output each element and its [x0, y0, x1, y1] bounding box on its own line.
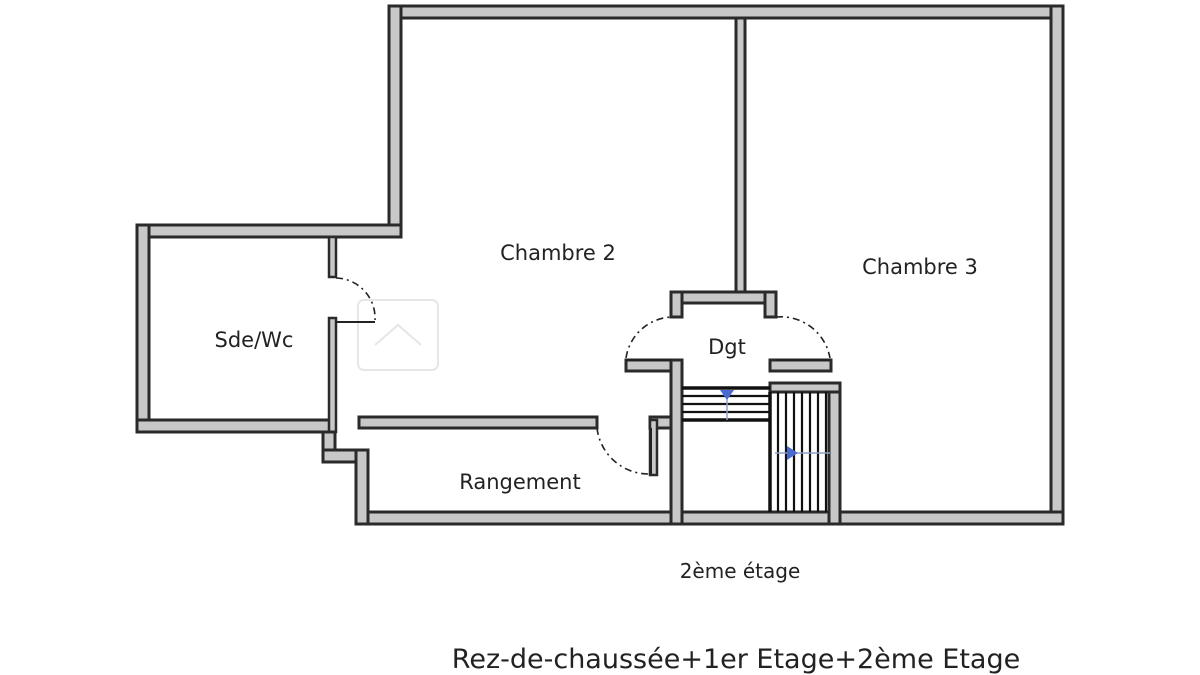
staircase: [682, 386, 830, 512]
room-label-rangement: Rangement: [459, 470, 580, 494]
wall-bottom: [354, 510, 1065, 526]
wall-top: [387, 4, 1065, 20]
room-label-chambre-3: Chambre 3: [862, 255, 978, 279]
wall-rangement-left: [354, 448, 370, 526]
wall-sde-right-upper: [327, 235, 338, 279]
room-label-dgt: Dgt: [708, 335, 746, 359]
wall-sde-right-lower: [327, 316, 338, 434]
door-dgt-right[interactable]: [775, 315, 831, 361]
walls: [135, 4, 1065, 526]
stair-arrow-down-icon: [720, 390, 734, 420]
watermark-logo: [357, 299, 439, 371]
stair-arrow-right-icon: [775, 446, 830, 460]
wall-stair-right: [827, 381, 842, 526]
floor-caption: 2ème étage: [680, 559, 801, 583]
wall-left-upper: [387, 4, 403, 239]
wall-dgt-right-upper: [763, 290, 778, 319]
wall-dgt-right-lower: [768, 358, 833, 373]
wall-stair-left: [669, 358, 684, 526]
door-dgt-left[interactable]: [625, 316, 673, 361]
doors: [335, 277, 831, 475]
wall-rangement-top: [357, 415, 599, 430]
wall-sde-left: [135, 223, 151, 434]
room-label-chambre-2: Chambre 2: [500, 241, 616, 265]
door-sde-wc[interactable]: [335, 277, 376, 323]
wall-left-stub: [321, 430, 337, 452]
wall-dgt-top: [669, 290, 778, 305]
wall-sde-bottom: [135, 418, 337, 434]
wall-chambre2-chambre3: [734, 16, 747, 297]
wall-dgt-left-upper: [669, 290, 684, 319]
wall-stair-right-top: [768, 381, 842, 394]
door-rangement[interactable]: [596, 427, 652, 475]
wall-right: [1049, 4, 1065, 526]
room-label-sde-wc: Sde/Wc: [215, 328, 294, 352]
wall-sde-top: [135, 223, 403, 239]
levels-caption: Rez-de-chaussée+1er Etage+2ème Etage: [452, 644, 1020, 675]
